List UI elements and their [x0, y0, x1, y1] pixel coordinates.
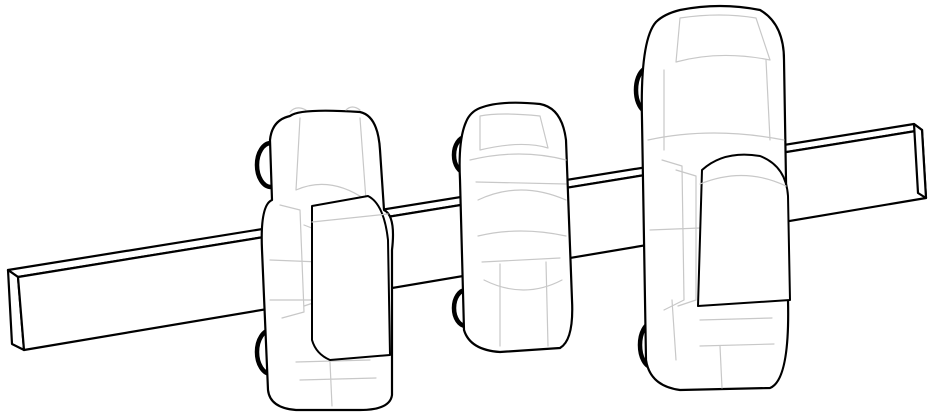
car-right: [633, 4, 791, 392]
car-middle: [451, 101, 574, 354]
car-left: [254, 106, 395, 412]
